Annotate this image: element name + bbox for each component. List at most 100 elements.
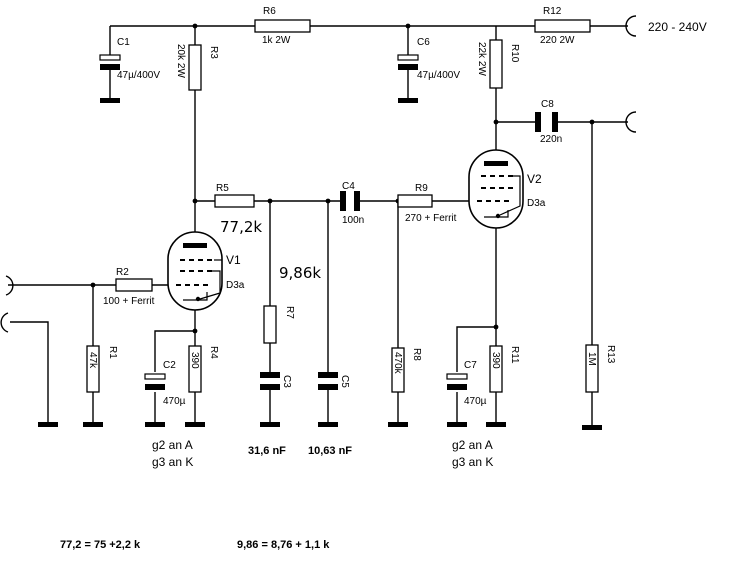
r7-id: R7 [284,306,295,319]
r7-calculated-value: 9,86k [279,264,321,282]
r5-formula: 77,2 = 75 +2,2 k [60,539,141,551]
r6-id: R6 [263,6,276,17]
ground-symbol [486,422,506,427]
r1-value: 47k [87,352,98,369]
r1-id: R1 [107,346,118,359]
r7-formula: 9,86 = 8,76 + 1,1 k [237,539,330,551]
ground-symbol [83,422,103,427]
resistor-r2 [115,278,153,292]
c5-calculated-value: 10,63 nF [308,445,352,457]
r8-id: R8 [411,348,422,361]
v2-type: D3a [527,198,546,209]
resistor-r6 [254,19,311,33]
junction [90,282,96,288]
capacitor-c1 [99,54,121,70]
ground-symbol [447,422,467,427]
junction [589,119,595,125]
r10-id: R10 [509,44,520,63]
ground-symbol [388,422,408,427]
c6-value: 47µ/400V [417,70,460,81]
r13-value: 1M [586,352,597,366]
wires [8,25,628,425]
junction [405,23,411,29]
ground-symbol [582,425,602,430]
supply-voltage: 220 - 240V [648,20,707,34]
ground-symbol [318,422,338,427]
capacitor-c3 [260,372,280,390]
ground-symbol [260,422,280,427]
junction [325,198,331,204]
tube-v2 [468,149,524,229]
c5-id: C5 [339,375,350,388]
r10-value: 22k 2W [476,42,487,76]
r13-id: R13 [605,345,616,364]
junction [267,198,273,204]
v1-grid-note-k: g3 an K [152,455,193,469]
ground-symbol [100,98,120,103]
r12-value: 220 2W [540,35,575,46]
r4-id: R4 [208,346,219,359]
resistor-r9 [397,194,433,208]
r12-id: R12 [543,6,562,17]
c4-value: 100n [342,215,364,226]
ground-symbols [38,98,602,430]
c4-id: C4 [342,181,355,192]
resistor-r12 [534,19,591,33]
r6-value: 1k 2W [262,35,291,46]
tube-v1 [167,231,223,311]
resistor-r10 [489,39,503,89]
c8-value: 220n [540,134,562,145]
resistor-r1 [86,345,100,393]
junction [493,324,499,330]
r2-value: 100 + Ferrit [103,296,155,307]
v2-id: V2 [527,172,542,186]
junction [192,23,198,29]
junction [493,119,499,125]
r9-value: 270 + Ferrit [405,213,457,224]
r11-value: 390 [490,352,501,369]
v1-id: V1 [226,253,241,267]
c1-id: C1 [117,37,130,48]
resistor-r3 [188,44,202,91]
ground-symbol [145,422,165,427]
r5-id: R5 [216,183,229,194]
c3-id: C3 [281,375,292,388]
c7-id: C7 [464,360,477,371]
resistor-r13 [585,344,599,393]
ground-symbol [398,98,418,103]
c1-value: 47µ/400V [117,70,160,81]
output-connector [625,111,637,133]
v2-grid-note-a: g2 an A [452,438,493,452]
c8-id: C8 [541,99,554,110]
capacitor-c8 [535,112,558,132]
resistor-r8 [391,347,405,393]
c7-value: 470µ [464,396,487,407]
capacitor-c7 [446,373,468,390]
r3-value: 20k 2W [175,44,186,78]
c2-id: C2 [163,360,176,371]
c2-value: 470µ [163,396,186,407]
junction [192,198,198,204]
r11-id: R11 [509,346,520,364]
resistor-r5 [214,194,255,208]
input-connector [0,275,14,333]
capacitor-c4 [340,191,360,211]
r9-id: R9 [415,183,428,194]
r3-id: R3 [208,46,219,59]
resistor-r4 [188,345,202,393]
c6-id: C6 [417,37,430,48]
ground-symbol [38,422,58,427]
junction [192,328,198,334]
v1-grid-note-a: g2 an A [152,438,193,452]
r5-calculated-value: 77,2k [220,218,262,236]
ground-symbol [185,422,205,427]
v1-type: D3a [226,280,245,291]
r8-value: 470k [392,352,403,375]
supply-connector [625,15,637,37]
v2-grid-note-k: g3 an K [452,455,493,469]
resistor-r7 [263,305,277,344]
capacitor-c6 [397,54,419,70]
capacitor-c5 [318,372,338,390]
r4-value: 390 [189,352,200,369]
